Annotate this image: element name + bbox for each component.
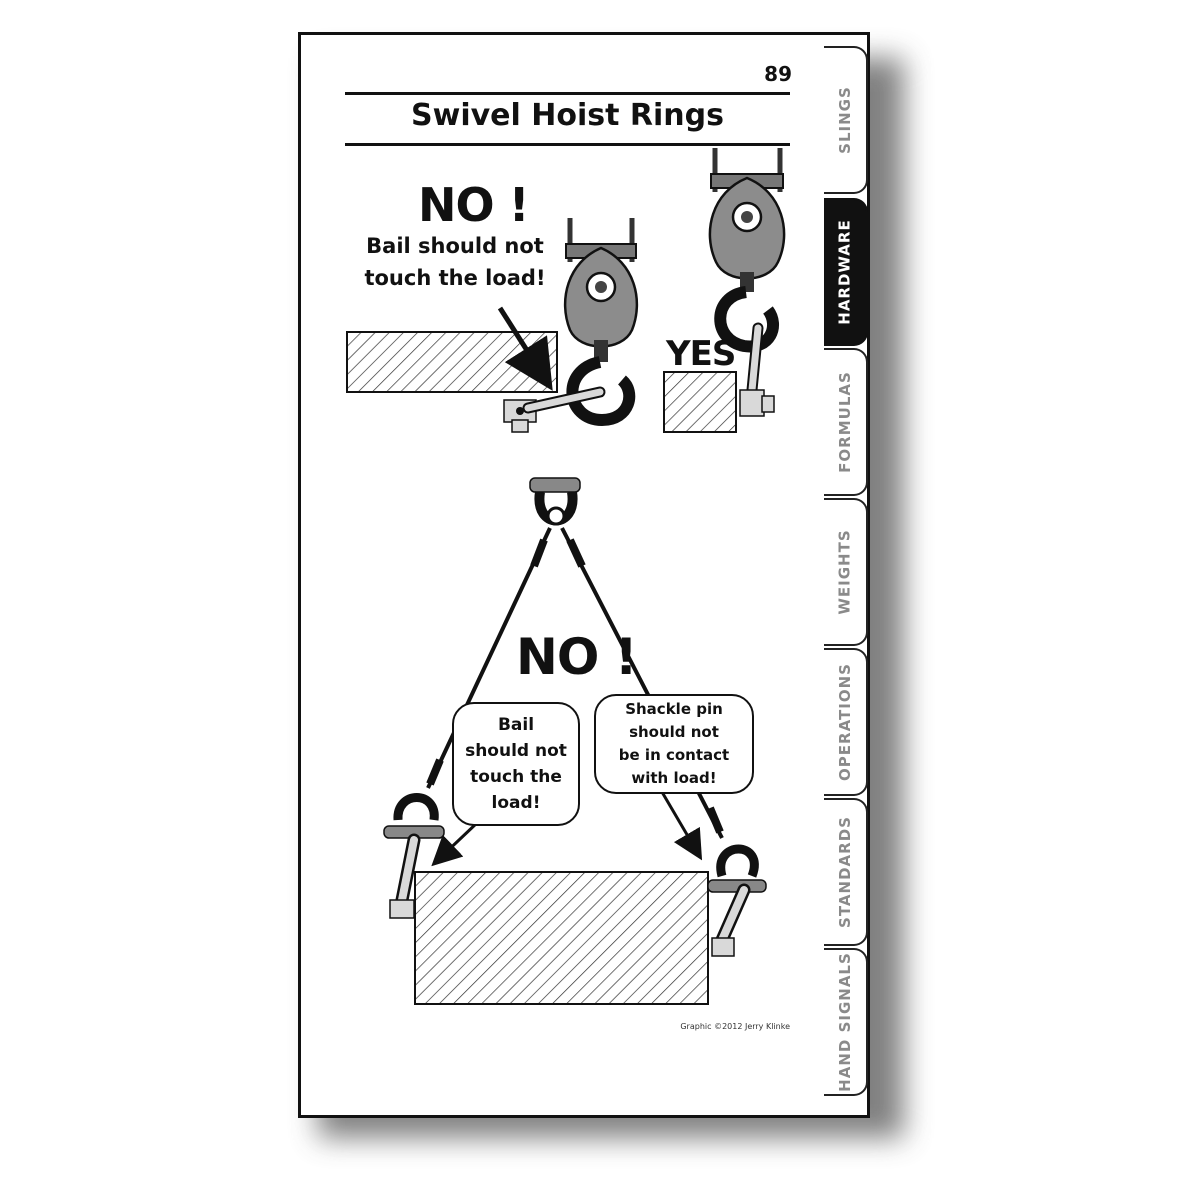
bubble-line: should not: [465, 741, 567, 761]
bubble-line: load!: [491, 793, 541, 813]
page-title: Swivel Hoist Rings: [411, 98, 724, 133]
shackle-right: [707, 844, 767, 957]
no-label-top: NO !: [418, 178, 530, 232]
tab-weights[interactable]: WEIGHTS: [824, 498, 868, 646]
bubble-line: Shackle pin: [625, 700, 723, 718]
bubble-shackle-pin: Shackle pin should not be in contact wit…: [594, 694, 754, 794]
caption-line: touch the load!: [364, 266, 546, 290]
top-shackle: [529, 477, 581, 526]
tab-hardware[interactable]: HARDWARE: [824, 198, 868, 346]
load-block-yes: [663, 371, 737, 433]
sling-leg-left: [426, 527, 552, 789]
yes-label: YES: [666, 334, 736, 374]
bubble-line: should not: [629, 723, 719, 741]
bubble-line: with load!: [631, 769, 717, 787]
tab-standards[interactable]: STANDARDS: [824, 798, 868, 946]
page-number: 89: [764, 62, 792, 86]
bubble-line: be in contact: [618, 746, 730, 764]
tab-slings[interactable]: SLINGS: [824, 46, 868, 194]
hoist-ring-yes: [739, 322, 775, 417]
tab-hand-signals[interactable]: HAND SIGNALS: [824, 948, 868, 1096]
block-hook-yes: [708, 148, 786, 353]
arrow-pin-right: [660, 791, 703, 861]
hoist-ring-no: [503, 386, 606, 433]
title-rule-top: [345, 92, 790, 95]
title-rule-bottom: [345, 143, 790, 146]
caption-line: Bail should not: [366, 234, 544, 258]
bubble-bail: Bail should not touch the load!: [452, 702, 580, 826]
block-hook-no: [563, 218, 639, 427]
caption-top: Bail should not touch the load!: [350, 230, 560, 294]
tab-formulas[interactable]: FORMULAS: [824, 348, 868, 496]
no-label-bottom: NO !: [516, 628, 638, 686]
load-block-bottom: [414, 871, 709, 1005]
tab-operations[interactable]: OPERATIONS: [824, 648, 868, 796]
arrow-bail-left: [431, 820, 480, 867]
graphic-credit: Graphic ©2012 Jerry Klinke: [680, 1022, 790, 1031]
load-block-no: [346, 331, 558, 393]
shackle-left: [383, 793, 445, 919]
bubble-line: touch the: [470, 767, 562, 787]
arrow-no-top: [497, 306, 553, 391]
bubble-line: Bail: [497, 715, 535, 735]
